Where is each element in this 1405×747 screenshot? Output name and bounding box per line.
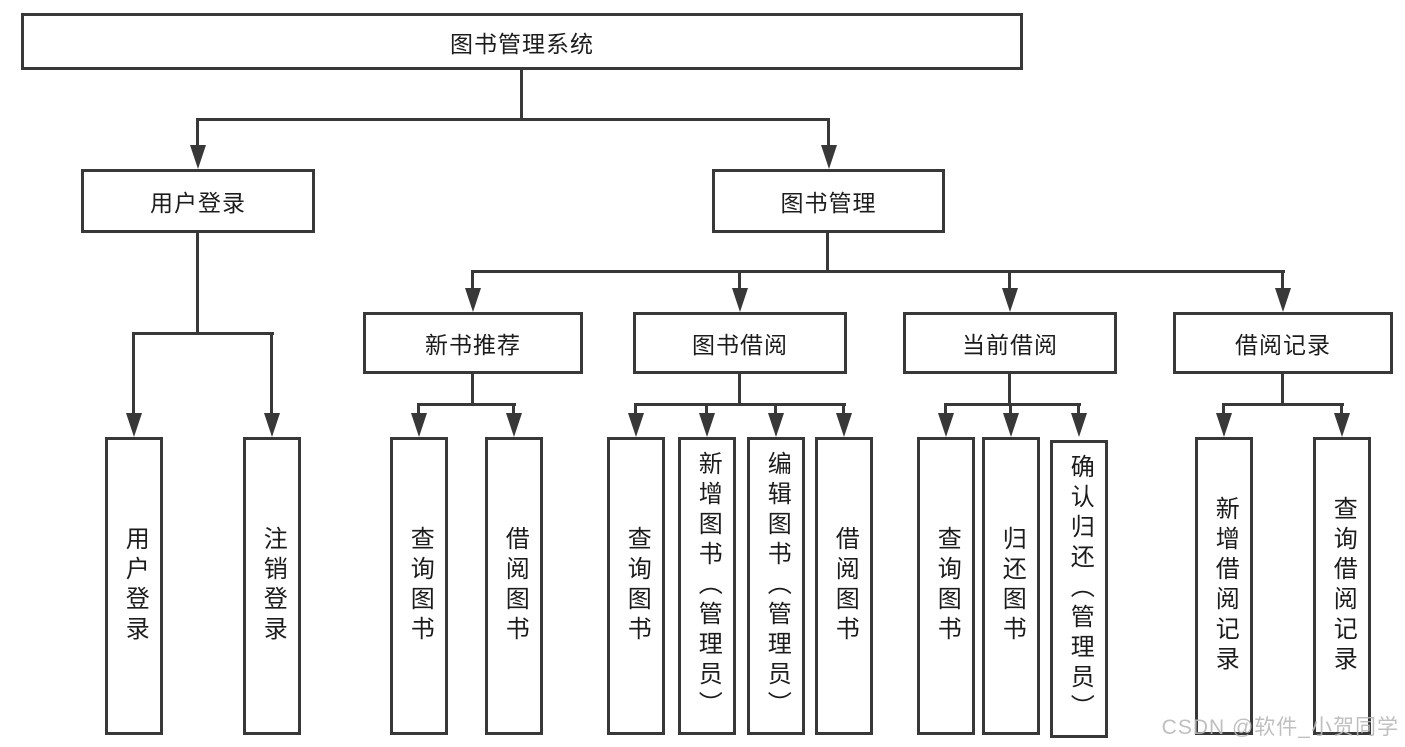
arrowhead — [768, 413, 784, 437]
arrowhead — [506, 413, 522, 437]
node-borrow-records-label: 借阅记录 — [1235, 332, 1331, 358]
node-book-borrow: 图书借阅 — [633, 312, 847, 374]
leaf-edit-book-admin-label: 编辑图书（管理员） — [763, 451, 791, 721]
connector — [826, 233, 829, 273]
arrowhead — [821, 145, 837, 169]
node-book-management: 图书管理 — [712, 169, 945, 233]
arrowhead — [264, 413, 280, 437]
leaf-borrow-books-recommend-label: 借阅图书 — [501, 526, 529, 646]
leaf-edit-book-admin: 编辑图书（管理员） — [747, 437, 805, 735]
arrowhead — [1334, 413, 1350, 437]
connector — [634, 403, 846, 406]
node-new-book-recommend: 新书推荐 — [363, 312, 583, 374]
arrowhead — [1275, 288, 1291, 312]
connector — [827, 118, 830, 148]
leaf-query-books-recommend-label: 查询图书 — [406, 526, 434, 646]
node-new-book-recommend-label: 新书推荐 — [425, 332, 521, 358]
node-borrow-records: 借阅记录 — [1173, 312, 1393, 374]
arrowhead — [1216, 413, 1232, 437]
leaf-borrow-books-borrow-label: 借阅图书 — [831, 526, 859, 646]
node-root: 图书管理系统 — [21, 13, 1023, 70]
node-user-login-label: 用户登录 — [150, 190, 246, 216]
node-user-login: 用户登录 — [81, 169, 315, 233]
node-current-borrow-label: 当前借阅 — [962, 332, 1058, 358]
connector — [705, 403, 708, 417]
arrowhead — [836, 413, 852, 437]
connector — [417, 403, 516, 406]
arrowhead — [190, 145, 206, 169]
leaf-add-borrow-record: 新增借阅记录 — [1195, 437, 1253, 735]
connector — [270, 332, 273, 417]
connector — [196, 118, 830, 121]
connector — [471, 374, 474, 406]
arrowhead — [699, 413, 715, 437]
node-book-management-label: 图书管理 — [780, 190, 877, 216]
node-current-borrow: 当前借阅 — [903, 312, 1117, 374]
connector — [1222, 403, 1225, 417]
arrowhead — [126, 413, 142, 437]
leaf-query-books-borrow: 查询图书 — [607, 437, 665, 735]
connector — [1281, 270, 1284, 292]
arrowhead — [628, 413, 644, 437]
node-root-label: 图书管理系统 — [450, 30, 594, 57]
arrowhead — [938, 413, 954, 437]
leaf-user-login-label: 用户登录 — [121, 526, 149, 646]
leaf-query-books-current-label: 查询图书 — [933, 526, 961, 646]
leaf-add-borrow-record-label: 新增借阅记录 — [1211, 496, 1239, 676]
connector — [738, 270, 741, 292]
connector — [132, 332, 274, 335]
connector — [196, 233, 199, 335]
connector — [471, 270, 1285, 273]
leaf-logout-label: 注销登录 — [259, 526, 287, 646]
leaf-borrow-books-recommend: 借阅图书 — [485, 437, 543, 735]
connector — [1077, 403, 1080, 417]
connector — [634, 403, 637, 417]
leaf-query-borrow-record-label: 查询借阅记录 — [1329, 496, 1357, 676]
node-book-borrow-label: 图书借阅 — [692, 332, 788, 358]
connector — [1340, 403, 1343, 417]
arrowhead — [1003, 413, 1019, 437]
leaf-return-book: 归还图书 — [982, 437, 1040, 735]
leaf-logout: 注销登录 — [243, 437, 301, 735]
connector — [1009, 403, 1012, 417]
connector — [1222, 403, 1344, 406]
connector — [738, 374, 741, 406]
connector — [1008, 270, 1011, 292]
connector — [944, 403, 947, 417]
connector — [842, 403, 845, 417]
connector — [417, 403, 420, 417]
leaf-add-book-admin-label: 新增图书（管理员） — [694, 451, 722, 721]
connector — [132, 332, 135, 417]
arrowhead — [465, 288, 481, 312]
arrowhead — [732, 288, 748, 312]
connector — [1281, 374, 1284, 406]
leaf-query-borrow-record: 查询借阅记录 — [1313, 437, 1371, 735]
leaf-confirm-return-admin: 确认归还（管理员） — [1050, 440, 1108, 738]
leaf-user-login: 用户登录 — [105, 437, 163, 735]
leaf-query-books-recommend: 查询图书 — [390, 437, 448, 735]
csdn-watermark: CSDN @软件_小贺同学 — [1161, 716, 1399, 739]
connector — [471, 270, 474, 292]
leaf-query-books-current: 查询图书 — [917, 437, 975, 735]
leaf-borrow-books-borrow: 借阅图书 — [815, 437, 873, 735]
connector — [774, 403, 777, 417]
connector — [512, 403, 515, 417]
connector — [1008, 374, 1011, 406]
connector — [196, 118, 199, 148]
leaf-return-book-label: 归还图书 — [998, 526, 1026, 646]
arrowhead — [411, 413, 427, 437]
arrowhead — [1002, 288, 1018, 312]
connector — [520, 69, 523, 121]
leaf-add-book-admin: 新增图书（管理员） — [678, 437, 736, 735]
leaf-confirm-return-admin-label: 确认归还（管理员） — [1066, 454, 1094, 724]
connector — [944, 403, 1081, 406]
arrowhead — [1071, 413, 1087, 437]
leaf-query-books-borrow-label: 查询图书 — [623, 526, 651, 646]
